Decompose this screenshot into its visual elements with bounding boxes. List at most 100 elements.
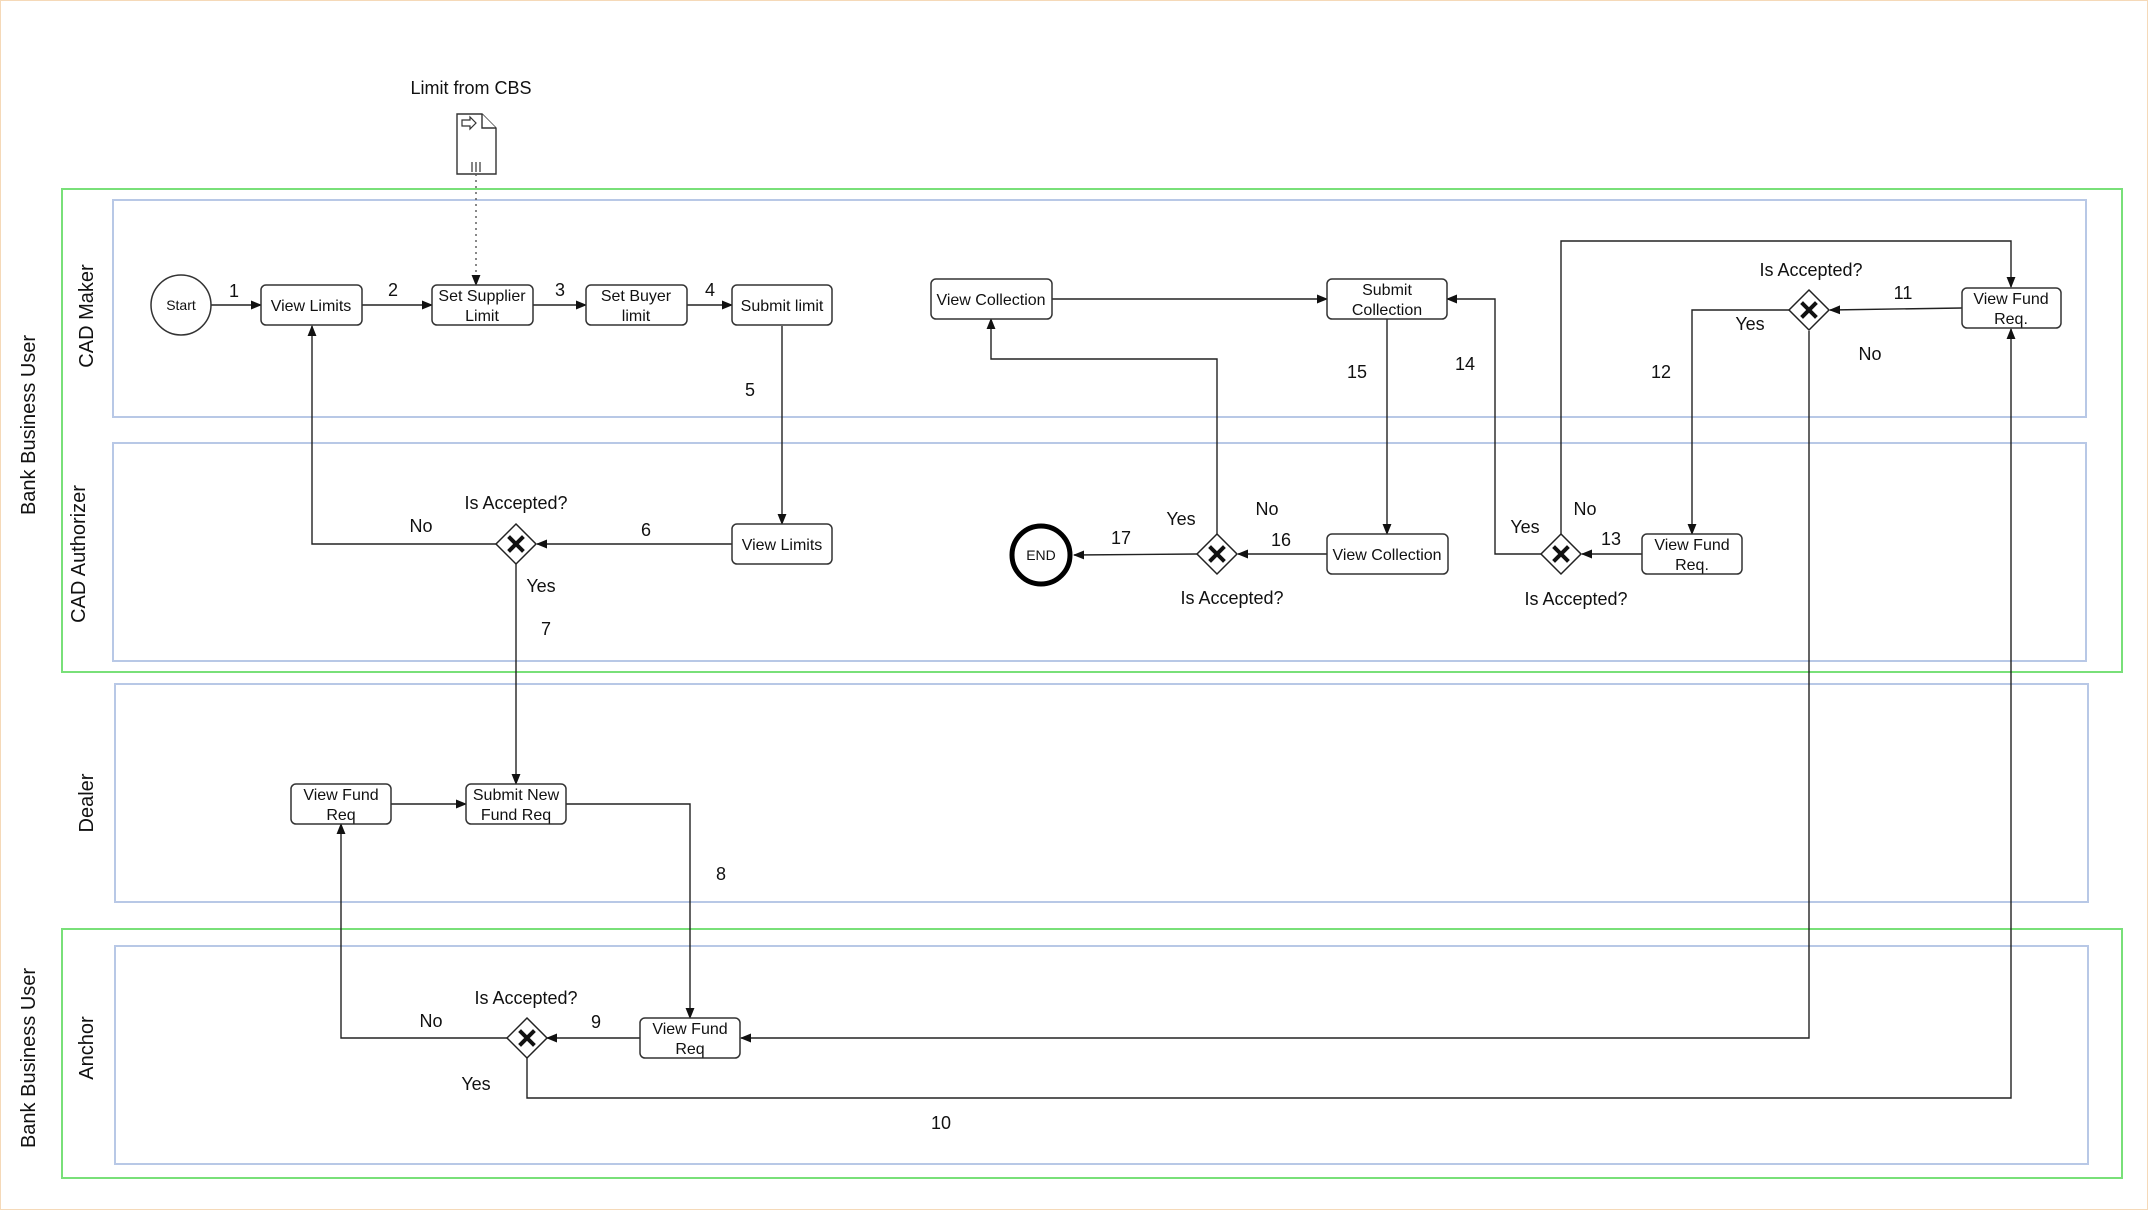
- gateway-maker-fund: [1787, 288, 1831, 332]
- task-label-line1: View Fund: [1973, 291, 2048, 308]
- task-label-line1: Set Supplier: [438, 288, 526, 305]
- step-number: 2: [388, 280, 398, 300]
- task-label-line2: Req.: [1675, 557, 1709, 574]
- task-view-limits-auth: View Limits: [731, 523, 833, 565]
- edge-collection-no: [986, 317, 1218, 534]
- branch-no: No: [1255, 499, 1278, 519]
- lane-cad-maker: [112, 199, 2087, 418]
- task-label-line2: Req.: [1994, 311, 2028, 328]
- branch-yes: Yes: [526, 576, 555, 596]
- gateway-auth-fund: [1539, 532, 1583, 576]
- gateway-label: Is Accepted?: [464, 493, 567, 513]
- branch-yes: Yes: [1510, 517, 1539, 537]
- edge-12: [1687, 309, 1789, 536]
- step-number: 11: [1894, 283, 1913, 303]
- start-event: Start: [150, 274, 212, 336]
- edge-8: [566, 803, 695, 1020]
- task-label-line1: Set Buyer: [601, 288, 672, 305]
- step-number: 5: [745, 380, 755, 400]
- start-label: Start: [166, 297, 196, 313]
- step-number: 4: [705, 280, 715, 300]
- task-set-supplier-limit: Set Supplier Limit: [431, 284, 534, 326]
- step-number: 15: [1347, 362, 1367, 382]
- edge-10: [526, 327, 2016, 1099]
- lane-label-dealer: Dealer: [76, 773, 98, 832]
- end-label: END: [1026, 547, 1056, 563]
- step-number: 12: [1651, 362, 1671, 382]
- branch-yes: Yes: [1166, 509, 1195, 529]
- task-label-line1: Submit: [1362, 282, 1412, 299]
- lane-cad-authorizer: [112, 442, 2087, 662]
- lane-label-cad-maker: CAD Maker: [76, 264, 98, 368]
- gateway-auth-limits: [494, 522, 538, 566]
- pool-bank-bottom: [61, 928, 2123, 1179]
- task-view-fund-req-dealer: View Fund Req: [290, 783, 392, 825]
- branch-no: No: [409, 516, 432, 536]
- task-view-collection-auth: View Collection: [1326, 533, 1449, 575]
- step-number: 8: [716, 864, 726, 884]
- lane-label-cad-authorizer: CAD Authorizer: [68, 485, 90, 623]
- task-label: Submit limit: [741, 298, 824, 315]
- task-label-line2: Req: [326, 807, 355, 824]
- task-label-line2: Req: [675, 1041, 704, 1058]
- lane-anchor: [114, 945, 2089, 1165]
- gateway-label: Is Accepted?: [1759, 260, 1862, 280]
- gateway-label: Is Accepted?: [1524, 589, 1627, 609]
- task-label-line2: limit: [622, 308, 651, 325]
- data-source-label: Limit from CBS: [410, 78, 531, 98]
- task-set-buyer-limit: Set Buyer limit: [585, 284, 688, 326]
- step-number: 9: [591, 1012, 601, 1032]
- task-submit-collection: Submit Collection: [1326, 278, 1448, 320]
- gateway-auth-collection: [1195, 532, 1239, 576]
- task-view-fund-req-auth: View Fund Req.: [1641, 533, 1743, 575]
- branch-yes: Yes: [1735, 314, 1764, 334]
- task-view-fund-req-maker: View Fund Req.: [1961, 287, 2062, 329]
- task-label-line2: Collection: [1352, 302, 1422, 319]
- edge-fund-no: [1560, 240, 2016, 534]
- step-number: 7: [541, 619, 551, 639]
- step-number: 16: [1271, 530, 1291, 550]
- lane-dealer: [114, 683, 2089, 903]
- gateway-label: Is Accepted?: [1180, 588, 1283, 608]
- edge-auth-no: [307, 324, 497, 545]
- pool-bank-top: [61, 188, 2123, 673]
- branch-yes: Yes: [461, 1074, 490, 1094]
- task-view-limits-maker: View Limits: [260, 284, 363, 326]
- step-number: 14: [1455, 354, 1475, 374]
- task-label: View Limits: [742, 537, 823, 554]
- step-number: 17: [1111, 528, 1131, 548]
- task-label-line1: View Fund: [652, 1021, 727, 1038]
- task-label-line2: Fund Req: [481, 807, 551, 824]
- pool-label-bank-top: Bank Business User: [18, 335, 40, 515]
- task-label-line2: Limit: [465, 308, 499, 325]
- edge-anchor-no: [336, 822, 507, 1039]
- task-view-collection-maker: View Collection: [930, 278, 1053, 320]
- task-label-line1: View Fund: [1654, 537, 1729, 554]
- step-number: 13: [1601, 529, 1621, 549]
- step-number: 6: [641, 520, 651, 540]
- task-label-line1: Submit New: [473, 787, 560, 804]
- step-number: 10: [931, 1113, 951, 1133]
- branch-no: No: [1573, 499, 1596, 519]
- edge-11: [1828, 305, 1963, 315]
- branch-no: No: [419, 1011, 442, 1031]
- end-event: END: [1009, 523, 1073, 587]
- step-number: 3: [555, 280, 565, 300]
- gateway-anchor-fund: [505, 1016, 549, 1060]
- task-submit-new-fund-req: Submit New Fund Req: [465, 783, 567, 825]
- task-submit-limit: Submit limit: [731, 284, 833, 326]
- gateway-label: Is Accepted?: [474, 988, 577, 1008]
- task-label: View Collection: [936, 292, 1045, 309]
- task-view-fund-req-anchor: View Fund Req: [639, 1017, 741, 1059]
- edge-14: [1445, 294, 1541, 555]
- edge-17: [1072, 550, 1198, 560]
- task-label: View Limits: [271, 298, 352, 315]
- task-label-line1: View Fund: [303, 787, 378, 804]
- lane-label-anchor: Anchor: [76, 1016, 98, 1080]
- document-icon: [456, 113, 497, 175]
- step-number: 1: [229, 281, 239, 301]
- edge-maker-no: [739, 331, 1810, 1043]
- pool-label-bank-bottom: Bank Business User: [18, 968, 40, 1148]
